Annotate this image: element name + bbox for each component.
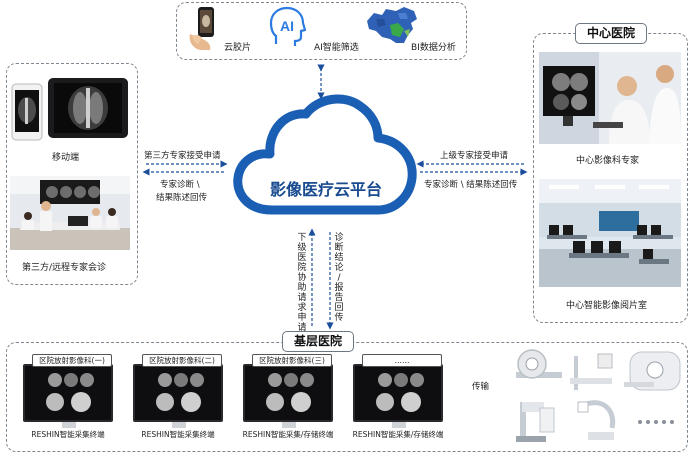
terminal-label: RESHIN智能采集终端: [141, 430, 215, 439]
ai-head-icon: AI: [268, 6, 307, 48]
ai-screening-label: AI智能筛选: [314, 43, 359, 53]
terminal-1: 区院放射影像科(一) RESHIN智能采集终端: [18, 354, 113, 442]
central-reading-room-label: 中心智能影像阅片室: [566, 301, 648, 311]
terminal-label: RESHIN智能采集/存储终端: [352, 430, 444, 439]
transfer-label: 传输: [472, 382, 490, 392]
monitor-stand: [62, 422, 76, 428]
mobile-devices-image: [10, 72, 130, 144]
terminal-tag: 区院放射影像科(二): [142, 354, 222, 367]
monitor-stand: [172, 422, 186, 428]
bi-analysis-label: BI数据分析: [411, 43, 456, 53]
report-return-label: 诊断结论/报告回传: [334, 233, 344, 323]
terminal-label: RESHIN智能采集终端: [31, 430, 105, 439]
expert-diagnosis-label-left-2: 结果陈述回传: [156, 193, 208, 203]
terminal-tag: 区院放射影像科(三): [252, 354, 332, 367]
central-imaging-expert-label: 中心影像科专家: [576, 156, 640, 166]
terminal-4: …… RESHIN智能采集/存储终端: [348, 354, 443, 442]
superior-accept-label: 上级专家接受申请: [440, 151, 509, 161]
china-map-icon: [364, 5, 420, 47]
remote-consult-label: 第三方/远程专家会诊: [22, 263, 107, 273]
cloud-platform: [232, 92, 418, 222]
phone-film-icon: [186, 4, 222, 52]
cloud-film-label: 云胶片: [224, 43, 252, 53]
imaging-equipment-image: [512, 348, 684, 446]
expert-diagnosis-label-left-1: 专家诊断 \: [160, 180, 200, 190]
central-hospital-title: 中心医院: [575, 23, 647, 44]
mobile-label: 移动端: [52, 153, 80, 163]
primary-hospital-title: 基层医院: [282, 331, 354, 352]
terminal-2: 区院放射影像科(二) RESHIN智能采集终端: [128, 354, 223, 442]
expert-diagnosis-label-right: 专家诊断 \ 结果陈述回传: [424, 180, 518, 190]
svg-text:AI: AI: [280, 18, 294, 34]
lower-hospital-request-label: 下级医院协助请求申请: [297, 233, 307, 333]
terminal-tag: ……: [362, 354, 442, 367]
monitor-stand: [282, 422, 296, 428]
third-party-accept-label: 第三方专家接受申请: [144, 151, 221, 161]
terminal-screen: [133, 364, 223, 422]
terminal-label: RESHIN智能采集/存储终端: [242, 430, 334, 439]
cloud-platform-title: 影像医疗云平台: [269, 180, 382, 199]
terminal-screen: [243, 364, 333, 422]
top-services-box: [176, 2, 467, 60]
radiologist-image: [539, 52, 681, 144]
remote-consult-image: [10, 176, 130, 250]
terminal-screen: [23, 364, 113, 422]
terminal-screen: [353, 364, 443, 422]
reading-room-image: [539, 179, 681, 287]
terminal-tag: 区院放射影像科(一): [32, 354, 112, 367]
monitor-stand: [392, 422, 406, 428]
terminal-3: 区院放射影像科(三) RESHIN智能采集/存储终端: [238, 354, 333, 442]
